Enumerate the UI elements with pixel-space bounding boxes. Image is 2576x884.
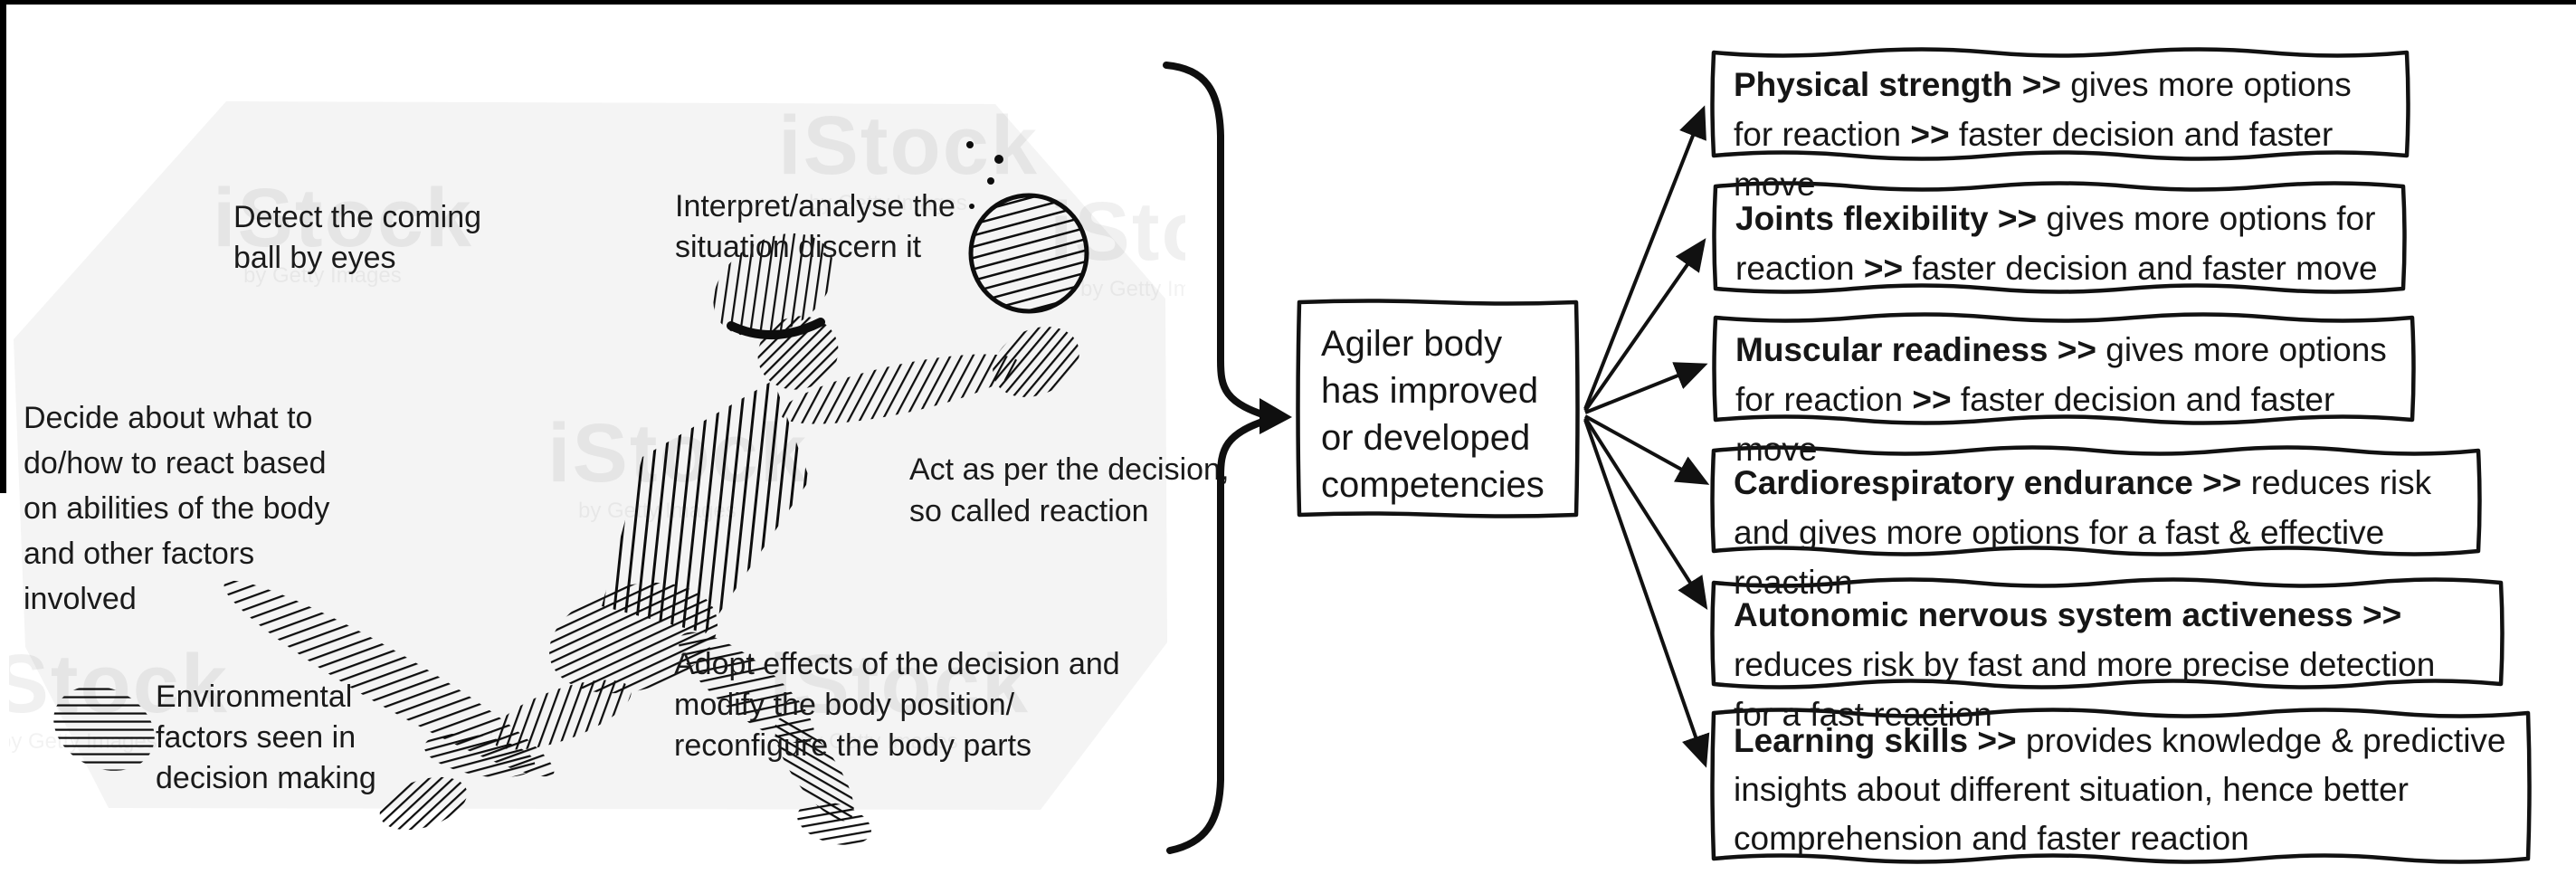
competency-text: Cardiorespiratory endurance >> reduces r… [1734, 464, 2432, 601]
goalkeeper-scribble-svg [53, 141, 1089, 845]
competency-box-learning-skills: Learning skills >> provides knowledge & … [1708, 708, 2533, 864]
competency-box-joints-flexibility: Joints flexibility >> gives more options… [1710, 181, 2409, 294]
competency-box-autonomic-nervous-system: Autonomic nervous system activeness >> r… [1708, 577, 2506, 733]
top-border-line [0, 0, 2576, 5]
brace-tip-arrow-icon [1259, 398, 1292, 434]
left-border-line [0, 0, 6, 493]
competency-text: Joints flexibility >> gives more options… [1735, 200, 2378, 287]
competency-box-muscular-readiness: Muscular readiness >> gives more options… [1710, 312, 2418, 468]
goalkeeper-figure [53, 233, 1079, 845]
competency-box-cardiorespiratory-endurance: Cardiorespiratory endurance >> reduces r… [1708, 445, 2484, 601]
annotation-act: Act as per the decision,so called reacti… [909, 452, 1230, 528]
fan-arrows [1583, 105, 1710, 768]
competency-text: Autonomic nervous system activeness >> r… [1734, 596, 2436, 733]
competency-text: Physical strength >> gives more options … [1734, 66, 2352, 203]
curly-brace [1163, 62, 1288, 854]
competency-box-physical-strength: Physical strength >> gives more options … [1708, 47, 2412, 203]
ball-icon [966, 141, 1089, 314]
competency-text: Learning skills >> provides knowledge & … [1734, 722, 2506, 857]
competency-text: Muscular readiness >> gives more options… [1735, 331, 2387, 468]
